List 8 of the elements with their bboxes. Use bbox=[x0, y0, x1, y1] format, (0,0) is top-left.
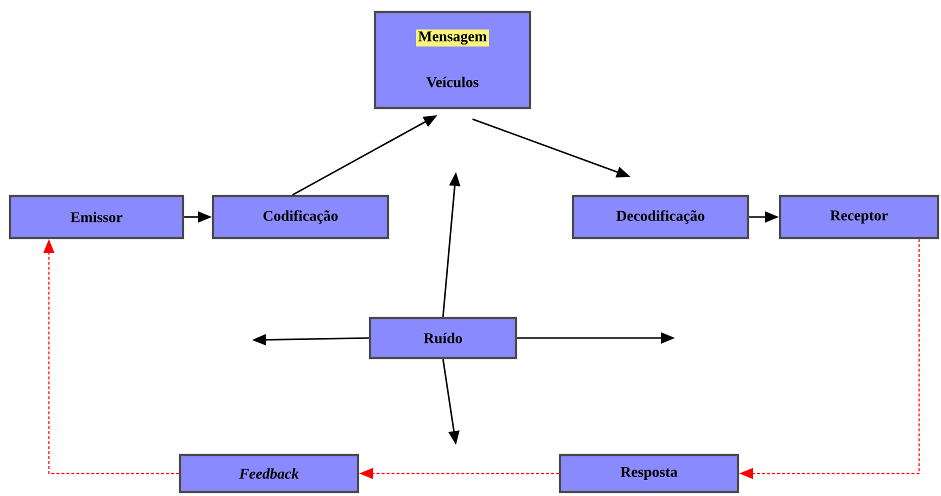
process-box: Resposta bbox=[558, 454, 740, 494]
process-box: Ruído bbox=[368, 316, 518, 360]
process-box: Emissor bbox=[8, 194, 184, 240]
process-box: Codificação bbox=[212, 194, 390, 240]
process-box: Mensagem Veículos bbox=[374, 10, 532, 110]
process-box: Feedback bbox=[178, 454, 360, 494]
process-box: Decodificação bbox=[572, 194, 750, 240]
process-box: Receptor bbox=[778, 194, 940, 240]
